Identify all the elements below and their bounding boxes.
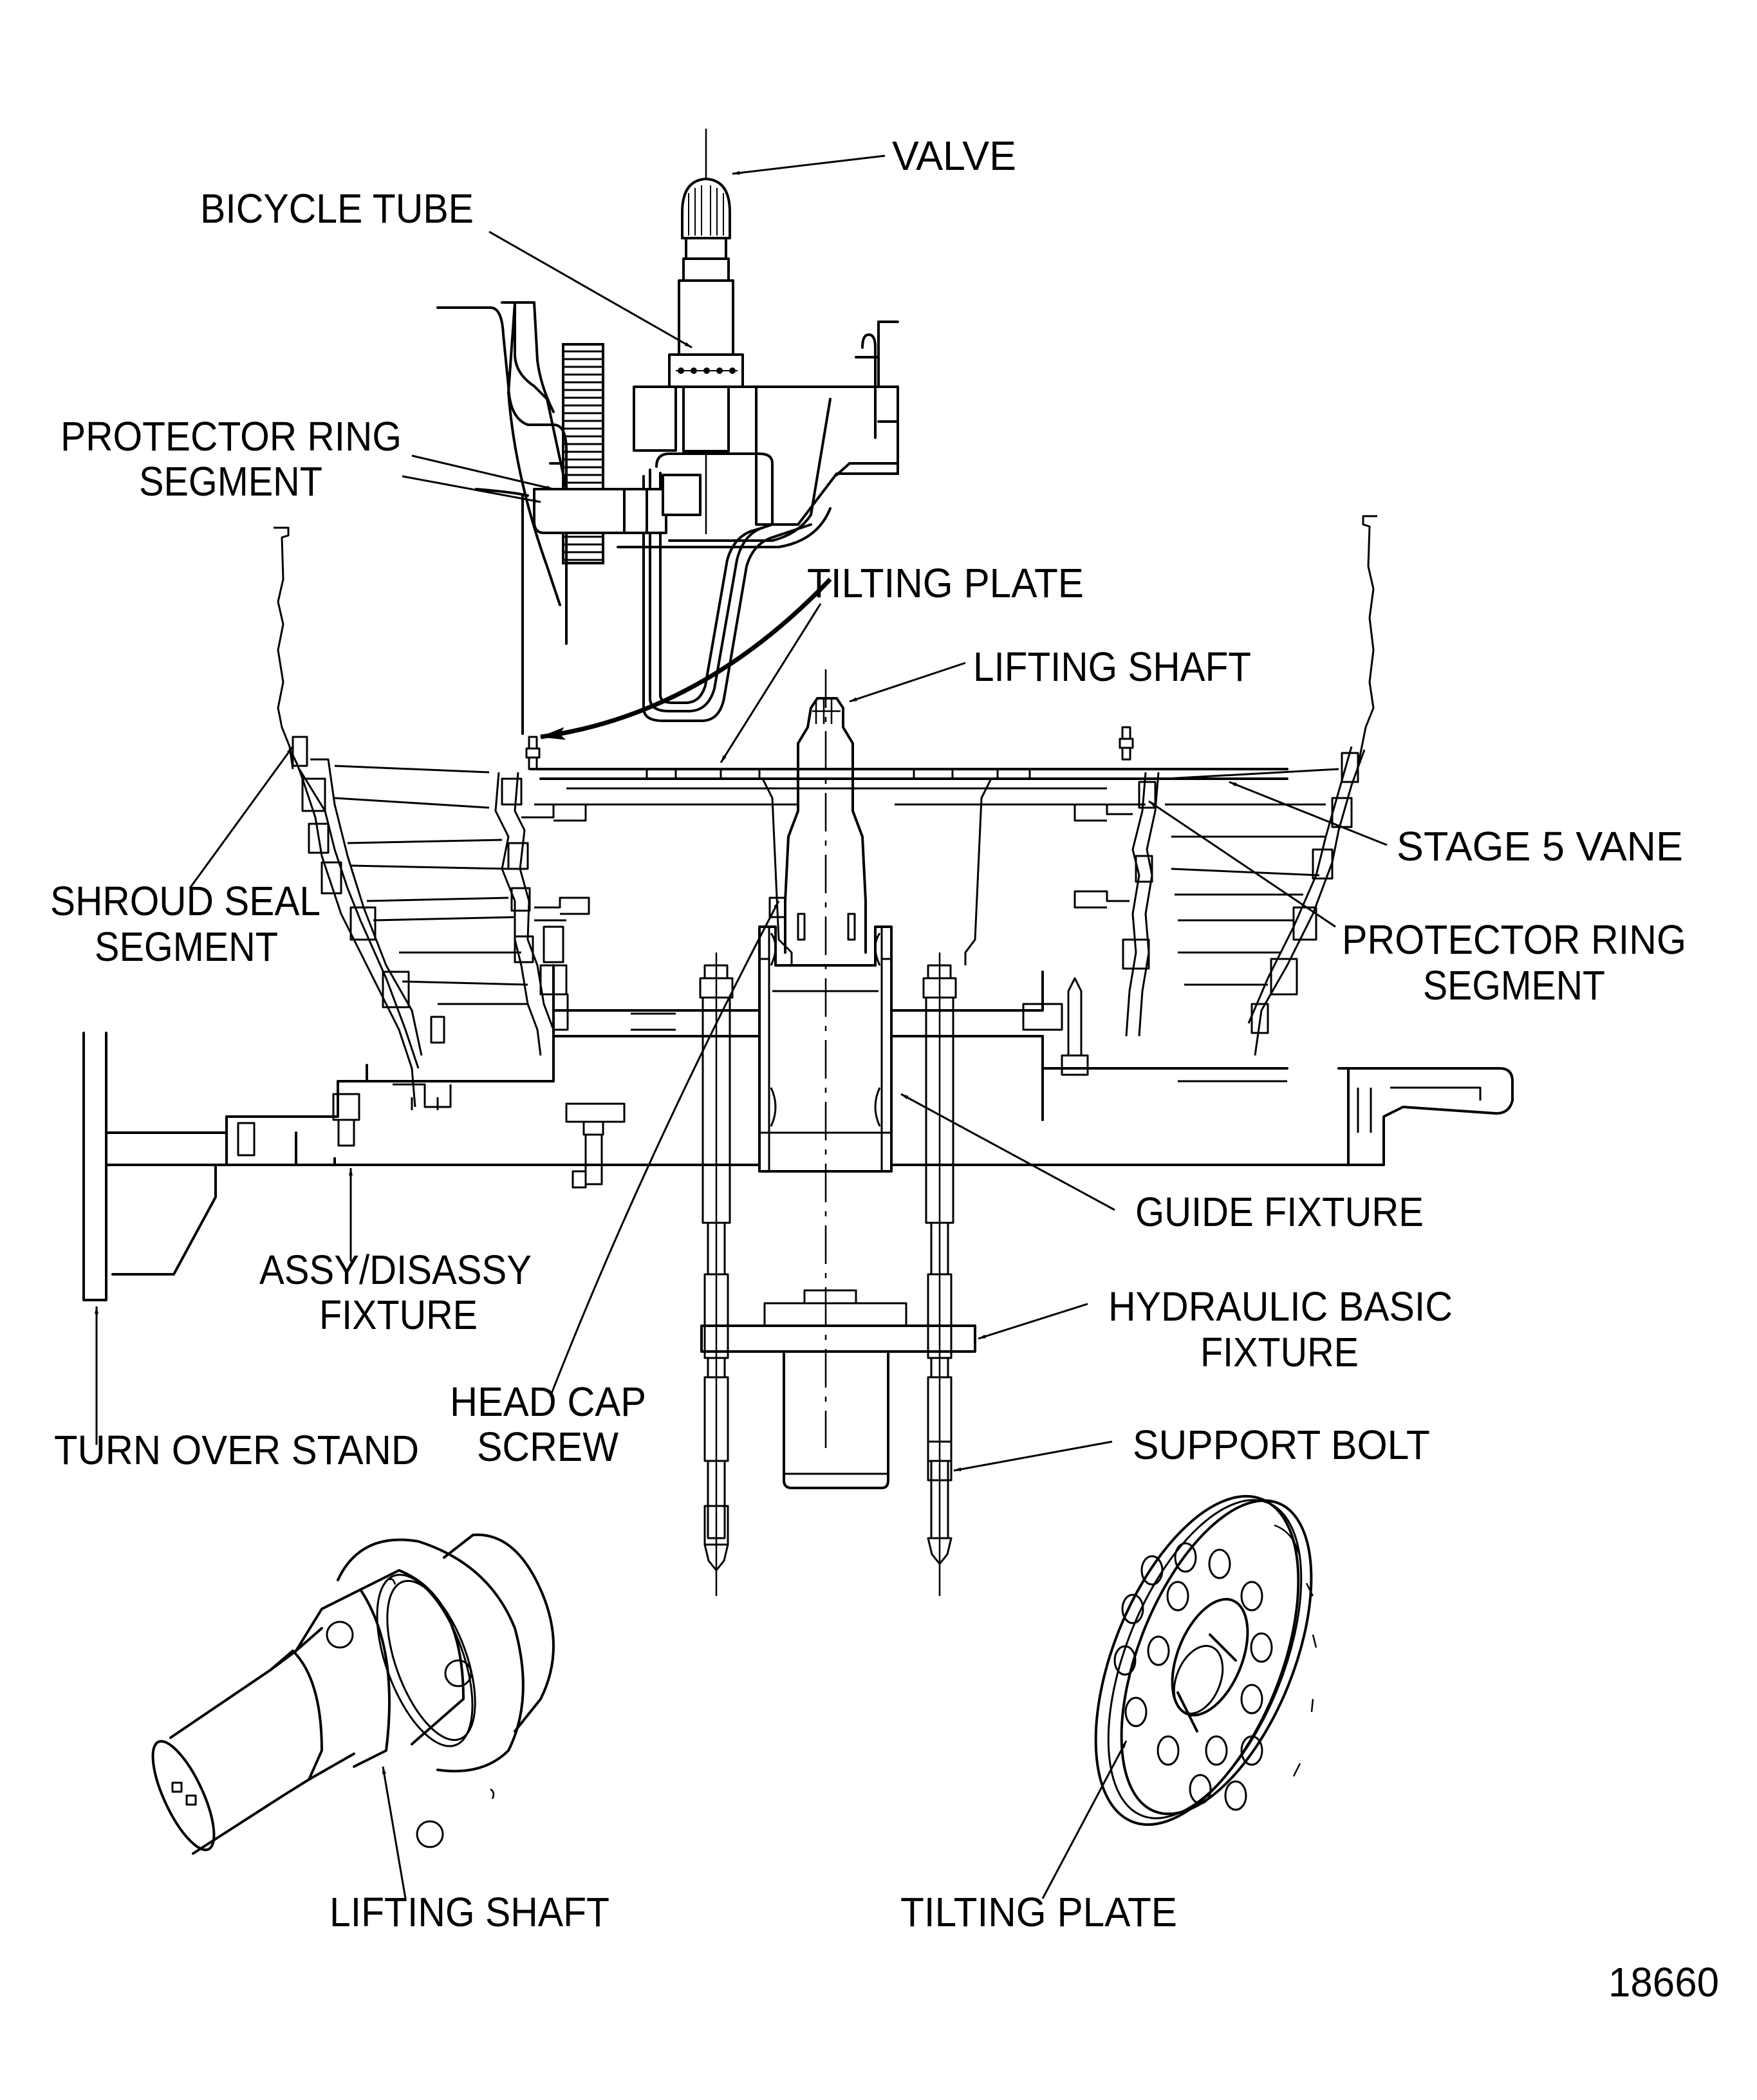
label-turn-over-stand: TURN OVER STAND <box>54 1427 419 1473</box>
label-assy-disassy-line2: FIXTURE <box>319 1292 478 1338</box>
label-head-cap-line2: SCREW <box>477 1424 619 1470</box>
label-hydraulic-basic-line1: HYDRAULIC BASIC <box>1108 1283 1453 1330</box>
valve-drawing <box>668 129 744 534</box>
leader-lines <box>95 154 1388 1899</box>
label-lifting-shaft-top: LIFTING SHAFT <box>973 644 1251 690</box>
label-shroud-seal-line2: SEGMENT <box>95 924 278 970</box>
support-bolt-left <box>699 952 734 1596</box>
label-head-cap-line1: HEAD CAP <box>450 1379 646 1425</box>
label-protector-ring-left-line1: PROTECTOR RING <box>60 413 402 460</box>
label-tilting-plate-bottom: TILTING PLATE <box>900 1889 1177 1935</box>
label-protector-ring-right-line1: PROTECTOR RING <box>1342 916 1686 963</box>
tilting-plate-3d-drawing <box>1094 1494 1317 1826</box>
label-hydraulic-basic-line2: FIXTURE <box>1200 1329 1359 1375</box>
label-protector-ring-right-line2: SEGMENT <box>1423 962 1605 1008</box>
label-bicycle-tube: BICYCLE TUBE <box>200 185 474 232</box>
valve-detail-inset <box>436 129 899 740</box>
lifting-shaft-3d-drawing <box>151 1533 555 1855</box>
label-support-bolt: SUPPORT BOLT <box>1133 1422 1430 1468</box>
label-protector-ring-left-line2: SEGMENT <box>139 458 322 505</box>
callout-labels: VALVE BICYCLE TUBE PROTECTOR RING SEGMEN… <box>50 133 1719 2005</box>
hydraulic-fixture-drawing <box>700 1289 976 1489</box>
label-stage5-vane: STAGE 5 VANE <box>1397 823 1683 869</box>
support-bolt-right <box>922 952 957 1596</box>
label-lifting-shaft-bottom: LIFTING SHAFT <box>330 1889 609 1935</box>
main-cross-section <box>82 515 1514 1596</box>
figure-number: 18660 <box>1608 1959 1719 2005</box>
label-assy-disassy-line1: ASSY/DISASSY <box>259 1247 532 1293</box>
label-tilting-plate-top: TILTING PLATE <box>807 560 1084 606</box>
label-valve: VALVE <box>892 133 1016 179</box>
label-shroud-seal-line1: SHROUD SEAL <box>50 878 321 924</box>
label-guide-fixture: GUIDE FIXTURE <box>1135 1189 1424 1235</box>
